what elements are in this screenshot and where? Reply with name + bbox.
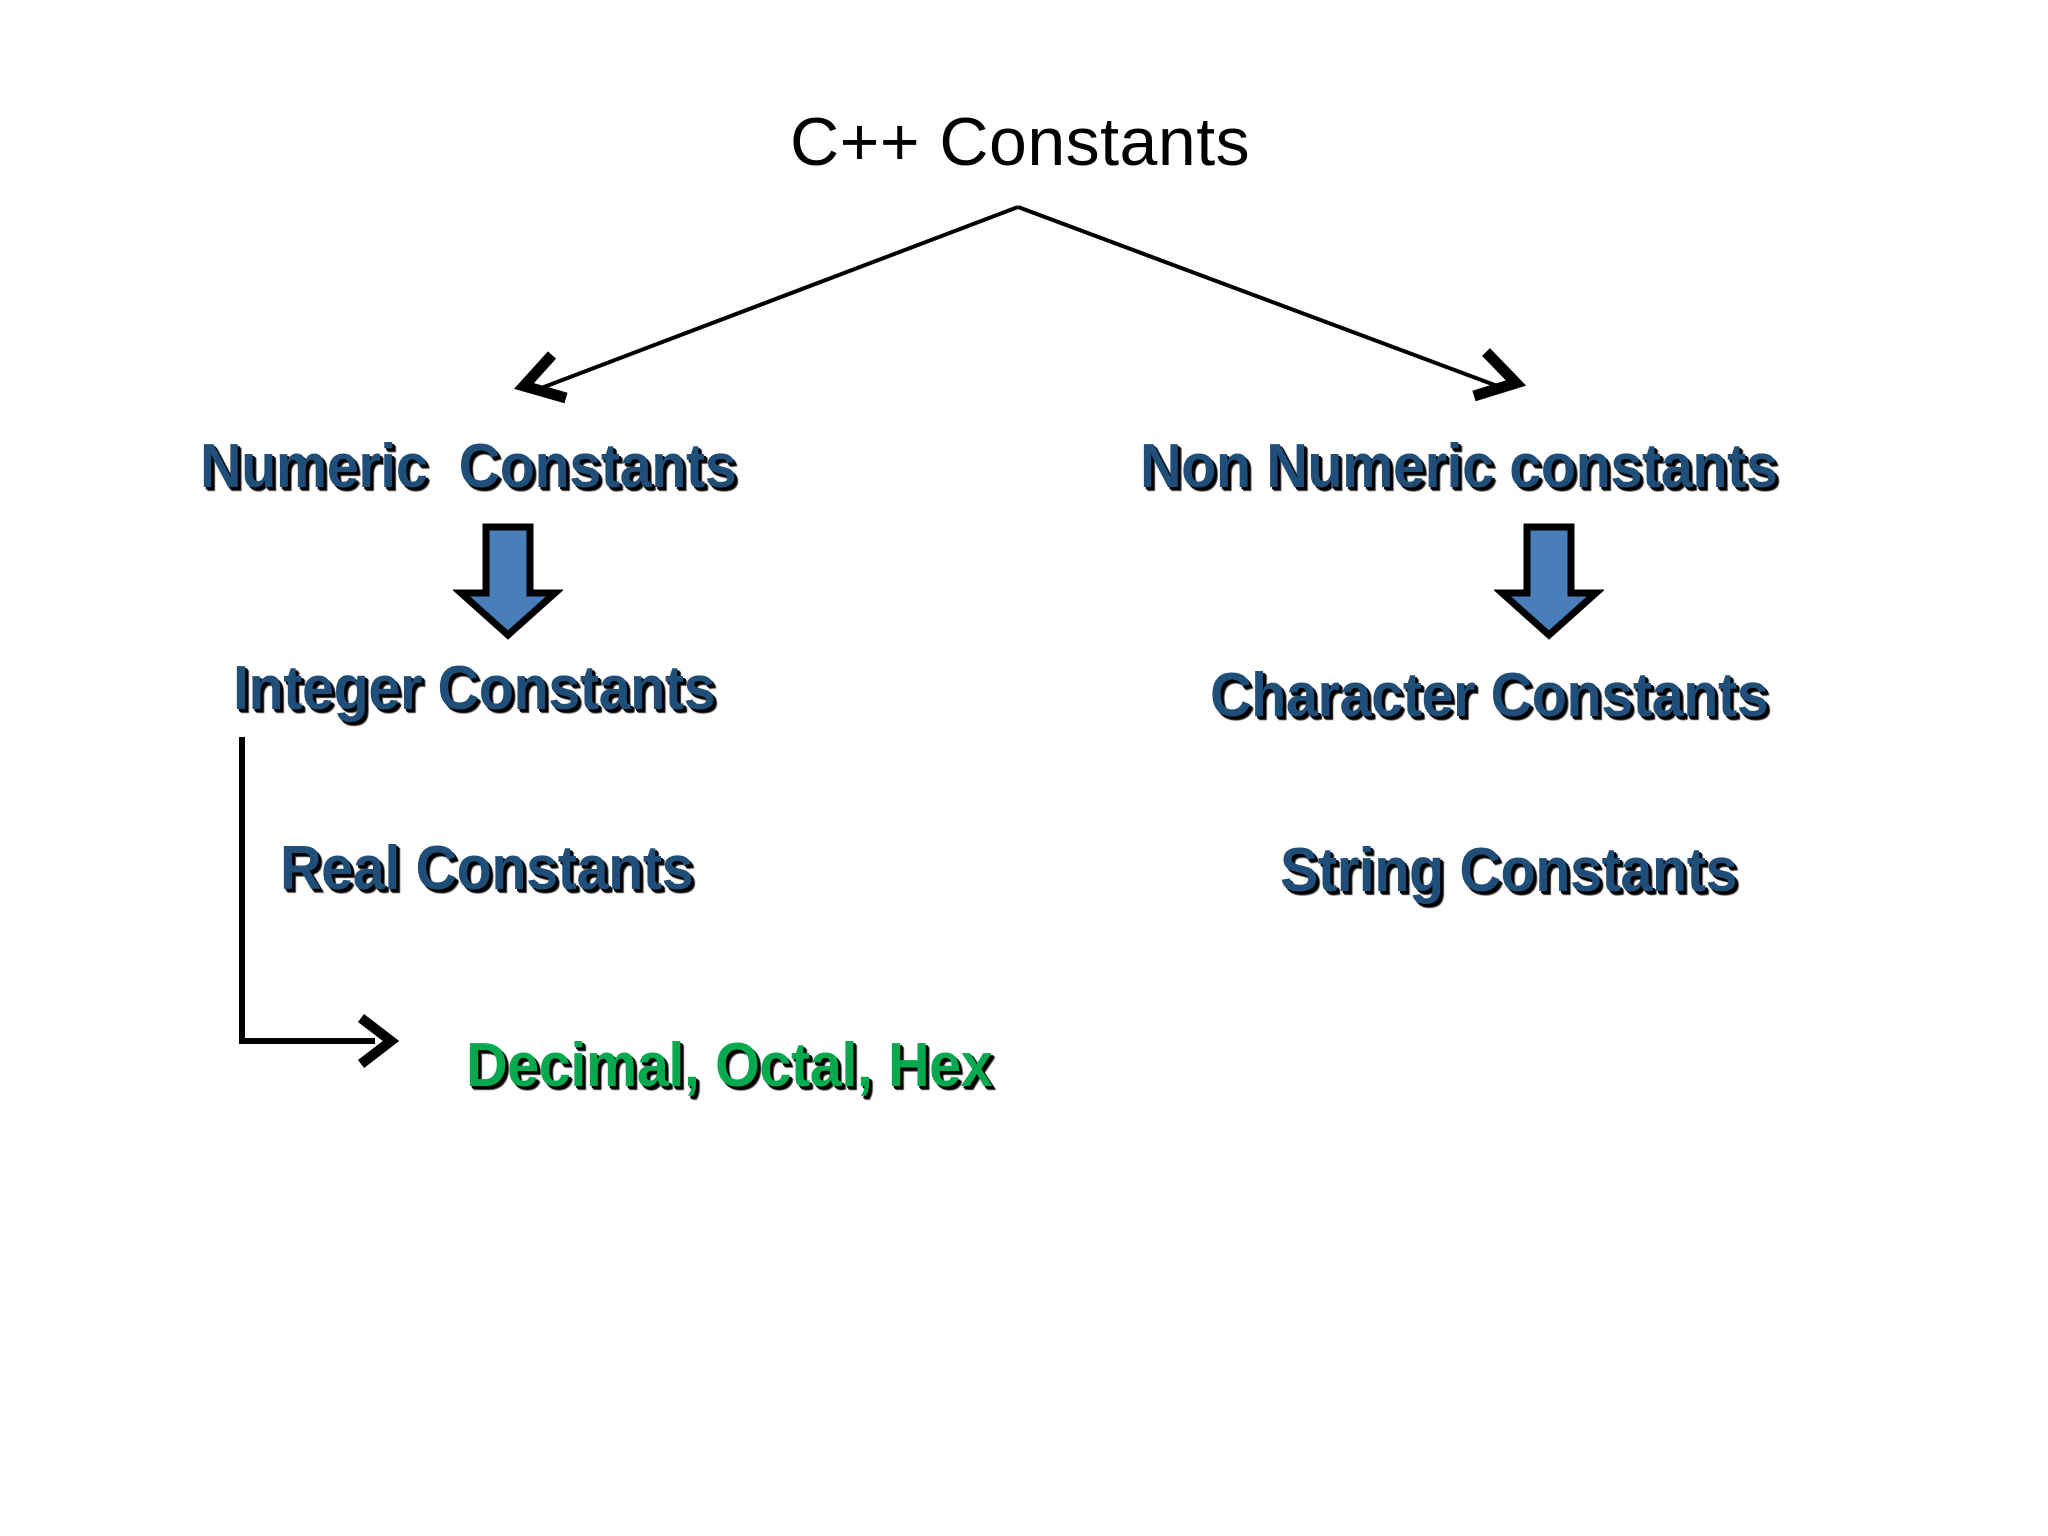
open-arrowhead-icon (1472, 348, 1527, 402)
node-non-numeric-constants: Non Numeric constants (1140, 432, 1778, 501)
open-arrowhead-icon (357, 1014, 400, 1068)
block-arrow-down-icon-numeric (453, 523, 563, 640)
node-root-title: C++ Constants (790, 104, 1251, 180)
connector-root-to-numeric (514, 205, 1019, 404)
node-string-constants: String Constants (1280, 836, 1738, 905)
open-arrowhead-icon (514, 351, 568, 404)
block-arrow-down-icon-non-numeric (1494, 523, 1604, 640)
node-character-constants: Character Constants (1210, 661, 1769, 730)
node-real-constants: Real Constants (280, 834, 694, 903)
connector-root-to-non-numeric (1017, 205, 1527, 402)
node-integer-constants: Integer Constants (233, 654, 716, 723)
node-numeric-constants: Numeric Constants (200, 432, 737, 501)
node-decimal-octal-hex: Decimal, Octal, Hex (466, 1031, 993, 1100)
